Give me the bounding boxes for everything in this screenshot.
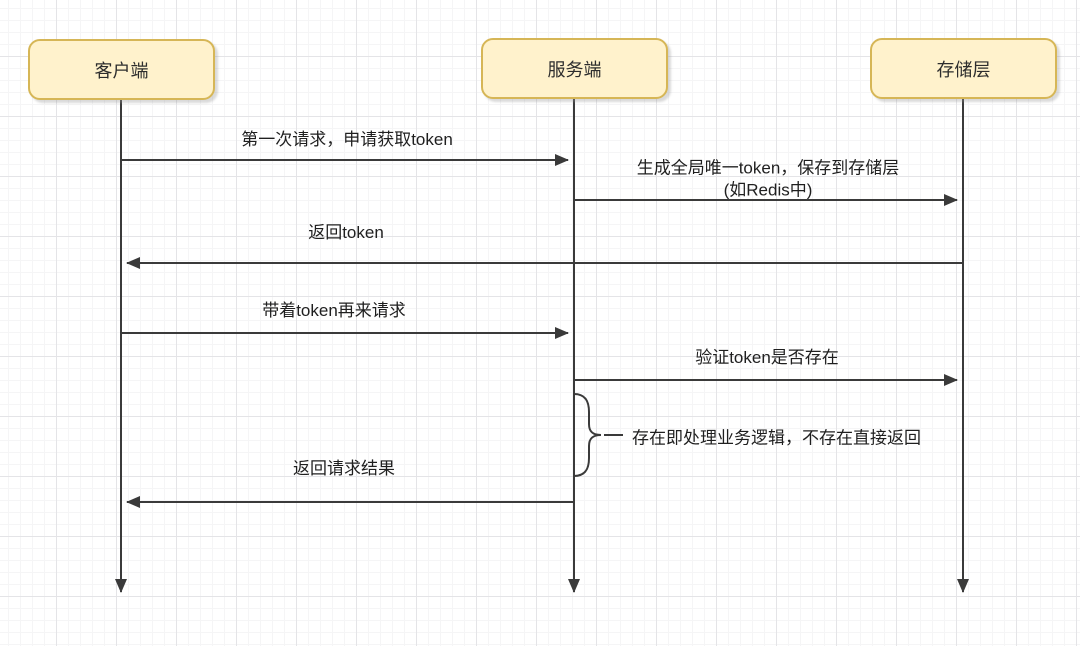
actor-storage-label: 存储层 [936, 59, 991, 80]
actor-storage: 存储层 [870, 38, 1057, 99]
message-label-return-result: 返回请求结果 [293, 459, 395, 479]
message-label-return-token: 返回token [308, 223, 384, 243]
actor-client-label: 客户端 [94, 60, 149, 81]
brace-annotation [573, 393, 602, 477]
message-label-generate-token: 生成全局唯一token，保存到存储层 (如Redis中) [636, 158, 900, 199]
actor-server: 服务端 [481, 38, 668, 99]
message-label-first-request: 第一次请求，申请获取token [241, 130, 453, 150]
actor-client: 客户端 [28, 39, 215, 100]
message-label-verify-token: 验证token是否存在 [695, 348, 839, 368]
actor-server-label: 服务端 [547, 59, 602, 80]
message-label-request-with-token: 带着token再来请求 [262, 301, 406, 321]
note-label-business-logic: 存在即处理业务逻辑，不存在直接返回 [632, 428, 921, 448]
